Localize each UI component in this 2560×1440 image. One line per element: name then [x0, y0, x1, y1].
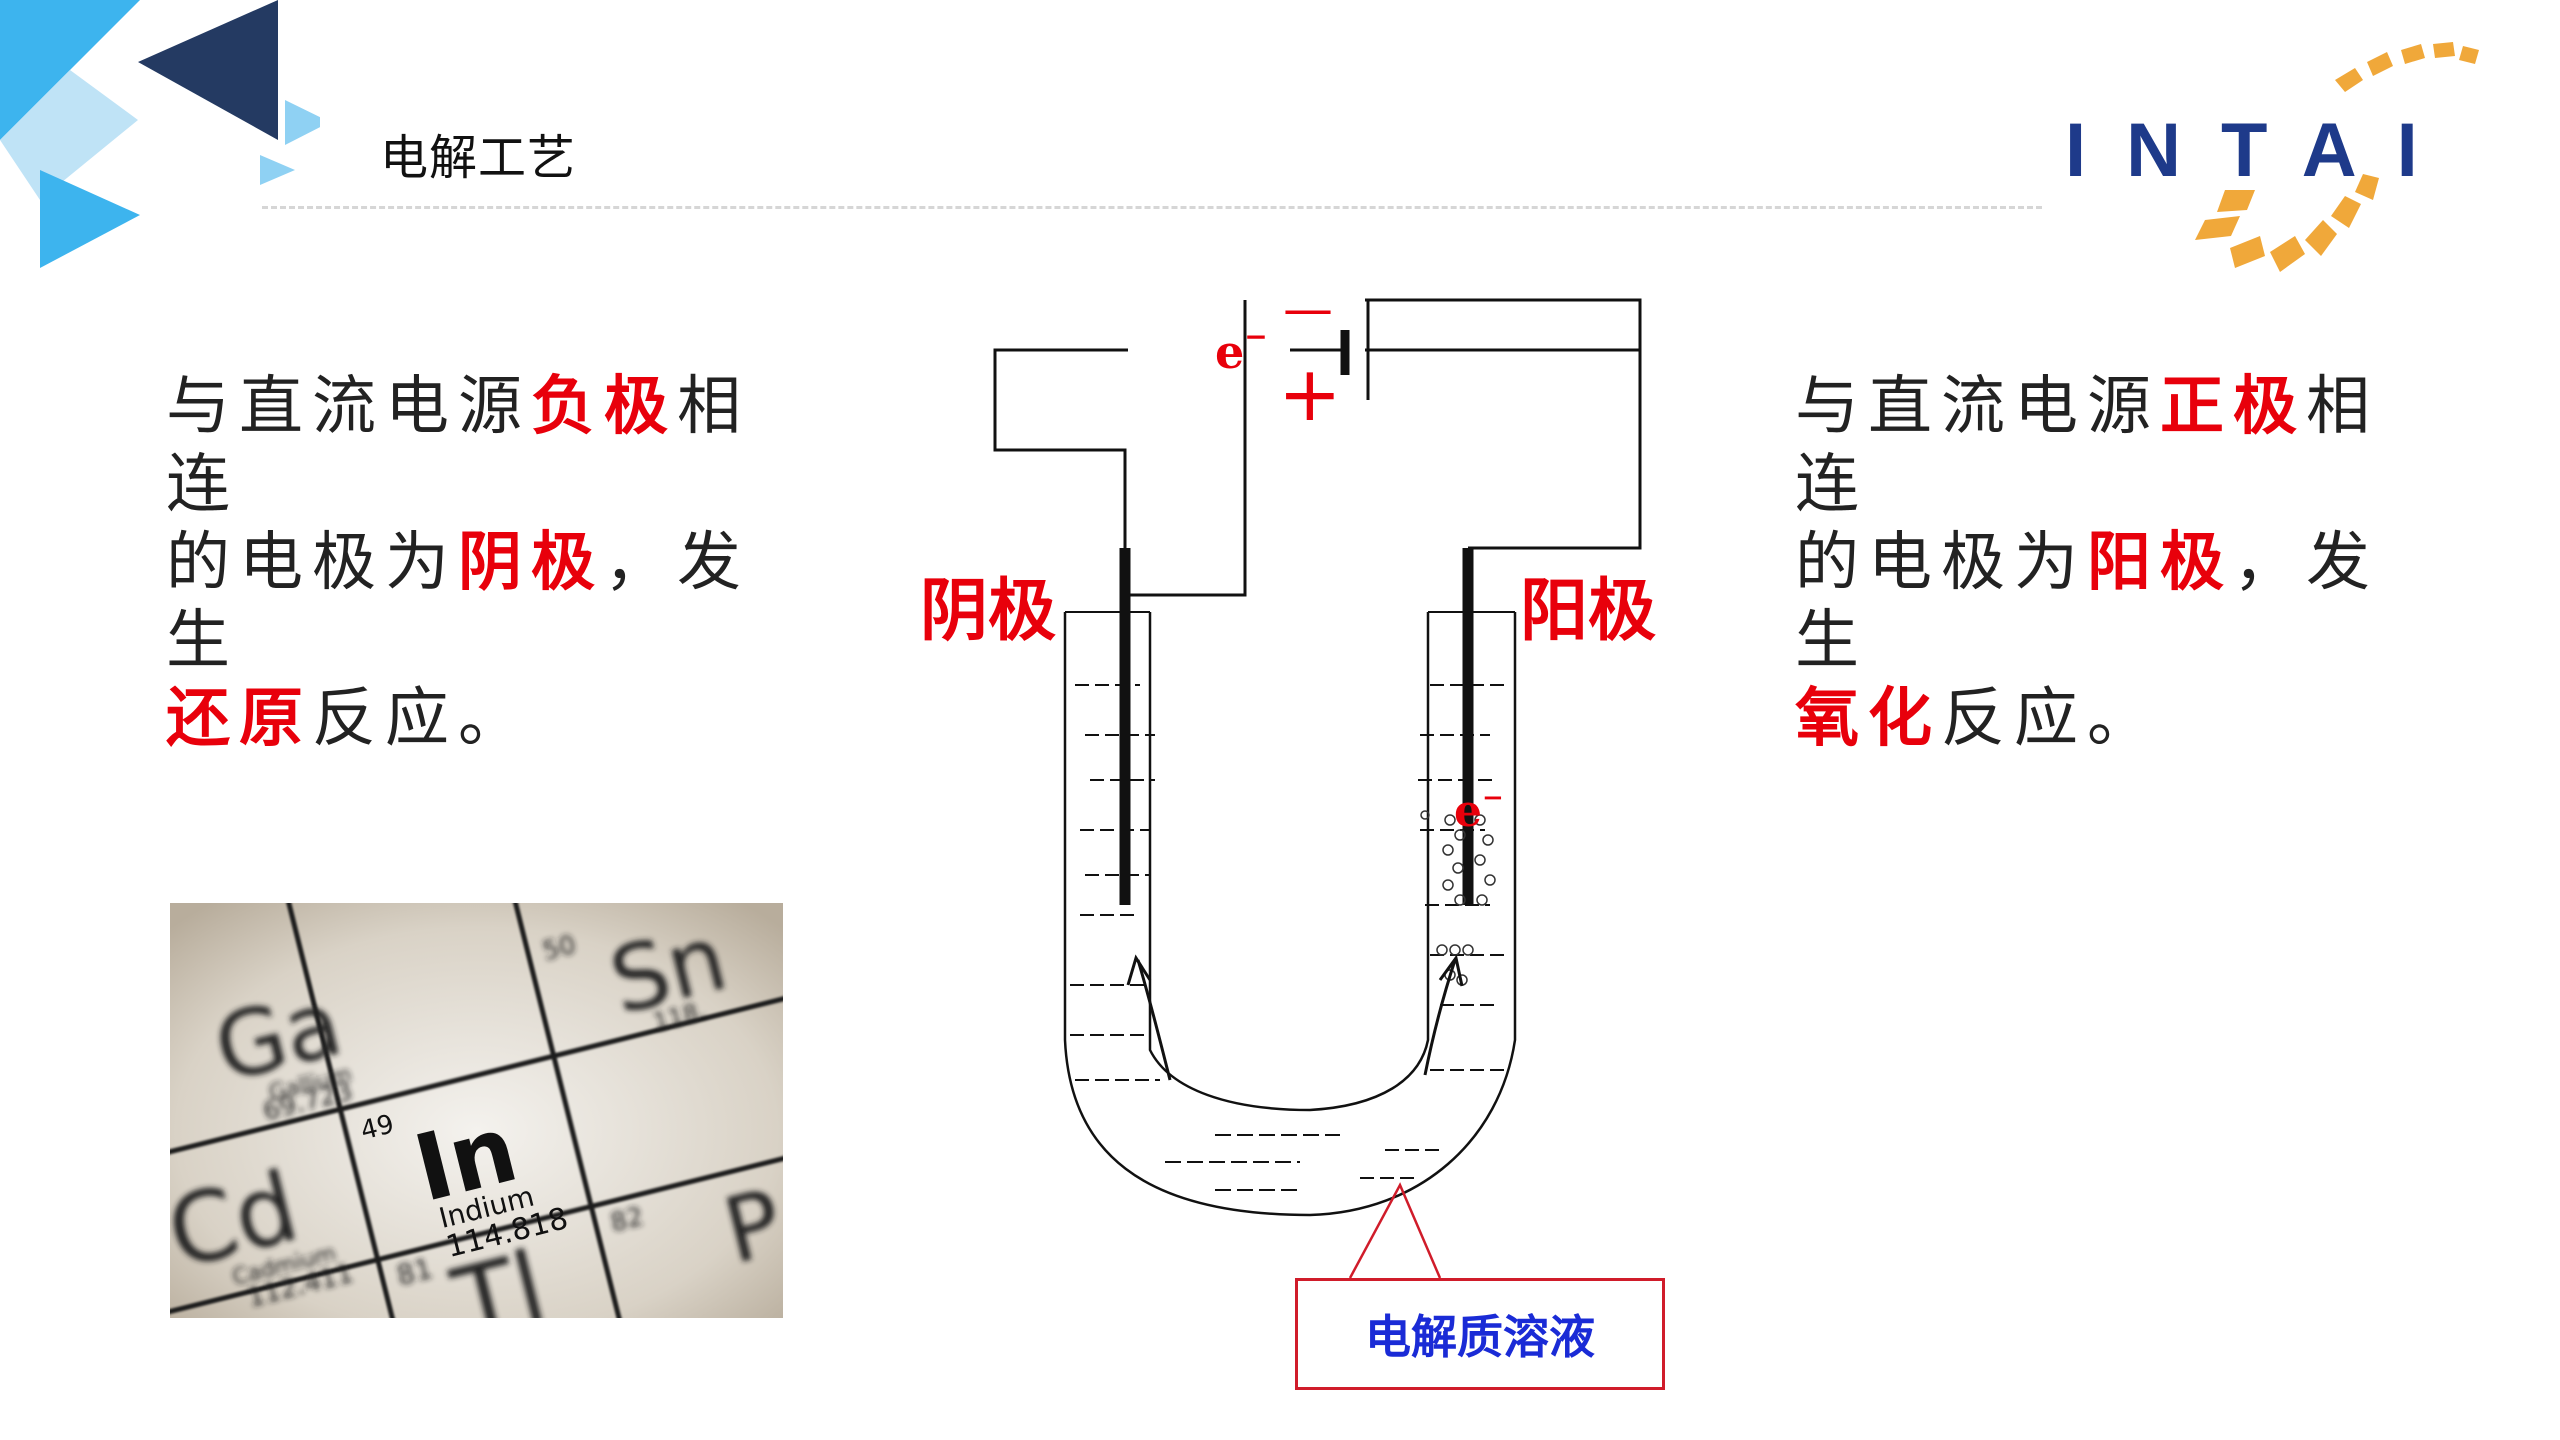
text-segment: ，发生: [166, 526, 750, 678]
corner-decoration: [0, 0, 320, 268]
sun-rays-icon: [2195, 42, 2479, 272]
cathode-description: 与直流电源负极相连 的电极为阴极，发生 还原反应。: [166, 368, 806, 758]
gas-bubbles-icon: [1420, 810, 1496, 986]
highlight-anode: 阳极: [2087, 525, 2233, 600]
arrow-left-icon: [1136, 959, 1172, 1081]
u-tube: [1063, 612, 1517, 1217]
electron-label-top: e−: [1215, 320, 1268, 379]
slide-title: 电解工艺: [380, 130, 577, 186]
ion-flow-arrows: [1126, 954, 1464, 1081]
text-segment: 的电极为: [1795, 526, 2087, 600]
anode-label: 阳极: [1520, 571, 1657, 651]
highlight-negative: 负极: [531, 369, 677, 444]
text-segment: ，发生: [1795, 526, 2379, 678]
periodic-table-image: Ga Gallium 69.723 50 Sn 118. Cd Cadmium …: [170, 903, 783, 1318]
logo-text: INTAI: [2065, 108, 2458, 193]
text-segment: 反应。: [1941, 682, 2160, 756]
intai-logo: INTAI: [2065, 42, 2479, 272]
u-tube-inner: [1148, 612, 1430, 1112]
highlight-reduction: 还原: [166, 681, 312, 756]
text-segment: 相连: [1795, 370, 2379, 522]
cathode-label: 阴极: [920, 571, 1057, 651]
electron-label-anode: e−: [1454, 783, 1504, 837]
text-segment: 反应。: [312, 682, 531, 756]
anode-description: 与直流电源正极相连 的电极为阳极，发生 氧化反应。: [1795, 368, 2435, 758]
plus-sign: +: [1278, 349, 1342, 438]
circuit-wires: [993, 298, 1642, 597]
electrolyte-dashes: [1070, 684, 1510, 1191]
arrow-right-icon: [1423, 959, 1457, 1076]
header-divider: [262, 206, 2042, 209]
battery-icon: [1290, 300, 1370, 400]
text-segment: 相连: [166, 370, 750, 522]
highlight-oxidation: 氧化: [1795, 681, 1941, 756]
text-segment: 的电极为: [166, 526, 458, 600]
text-segment: 与直流电源: [166, 370, 531, 444]
text-segment: 与直流电源: [1795, 370, 2160, 444]
electrolyte-callout: 电解质溶液: [1295, 1278, 1665, 1390]
periodic-table-photo: Ga Gallium 69.723 50 Sn 118. Cd Cadmium …: [170, 903, 783, 1318]
minus-sign: —: [1283, 280, 1333, 338]
highlight-positive: 正极: [2160, 369, 2306, 444]
callout-pointer: [1348, 1182, 1442, 1279]
highlight-cathode: 阴极: [458, 525, 604, 600]
